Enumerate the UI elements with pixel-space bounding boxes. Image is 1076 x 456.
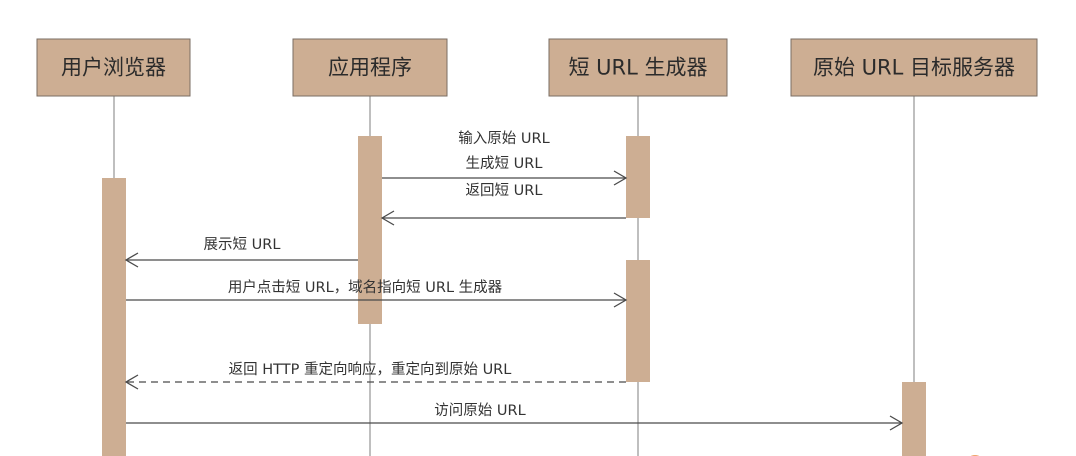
activation-origin	[902, 382, 926, 456]
actor-label-browser: 用户浏览器	[61, 56, 166, 80]
message-label-generate-short-url: 生成短 URL	[466, 155, 543, 172]
arrowhead-left-icon	[380, 210, 395, 226]
actor-browser: 用户浏览器	[36, 38, 191, 97]
activation-browser	[102, 178, 126, 456]
actor-label-shortener: 短 URL 生成器	[568, 56, 707, 80]
message-label-visit-original-url: 访问原始 URL	[434, 402, 525, 419]
message-show-short-url: 展示短 URL	[124, 236, 358, 268]
message-input-url: 输入原始 URL 生成短 URL	[382, 130, 628, 186]
activation-shortener-2	[626, 260, 650, 382]
message-label-click-short-url: 用户点击短 URL，域名指向短 URL 生成器	[228, 279, 503, 296]
message-visit-original-url: 访问原始 URL	[126, 402, 904, 431]
actor-label-app: 应用程序	[328, 56, 412, 80]
message-label-return-short-url: 返回短 URL	[466, 182, 543, 199]
actor-box-browser	[36, 38, 191, 97]
arrowhead-left-icon	[124, 252, 139, 268]
arrowhead-right-icon	[889, 415, 904, 431]
message-return-short-url: 返回短 URL	[380, 182, 626, 226]
actor-label-origin: 原始 URL 目标服务器	[813, 56, 1015, 80]
arrowhead-right-icon	[613, 292, 628, 308]
actor-origin: 原始 URL 目标服务器	[790, 38, 1038, 97]
activation-shortener-1	[626, 136, 650, 218]
message-redirect-response: 返回 HTTP 重定向响应，重定向到原始 URL	[124, 360, 626, 390]
activation-app	[358, 136, 382, 324]
actor-box-app	[292, 38, 448, 97]
message-label-input-url: 输入原始 URL	[458, 130, 549, 147]
arrowhead-right-icon	[613, 170, 628, 186]
message-label-redirect-response: 返回 HTTP 重定向响应，重定向到原始 URL	[229, 360, 512, 378]
actor-shortener: 短 URL 生成器	[548, 38, 728, 97]
arrowhead-left-icon	[124, 374, 139, 390]
actor-box-shortener	[548, 38, 728, 97]
actor-app: 应用程序	[292, 38, 448, 97]
actor-box-origin	[790, 38, 1038, 97]
message-click-short-url: 用户点击短 URL，域名指向短 URL 生成器	[126, 279, 628, 308]
message-label-show-short-url: 展示短 URL	[204, 236, 281, 253]
